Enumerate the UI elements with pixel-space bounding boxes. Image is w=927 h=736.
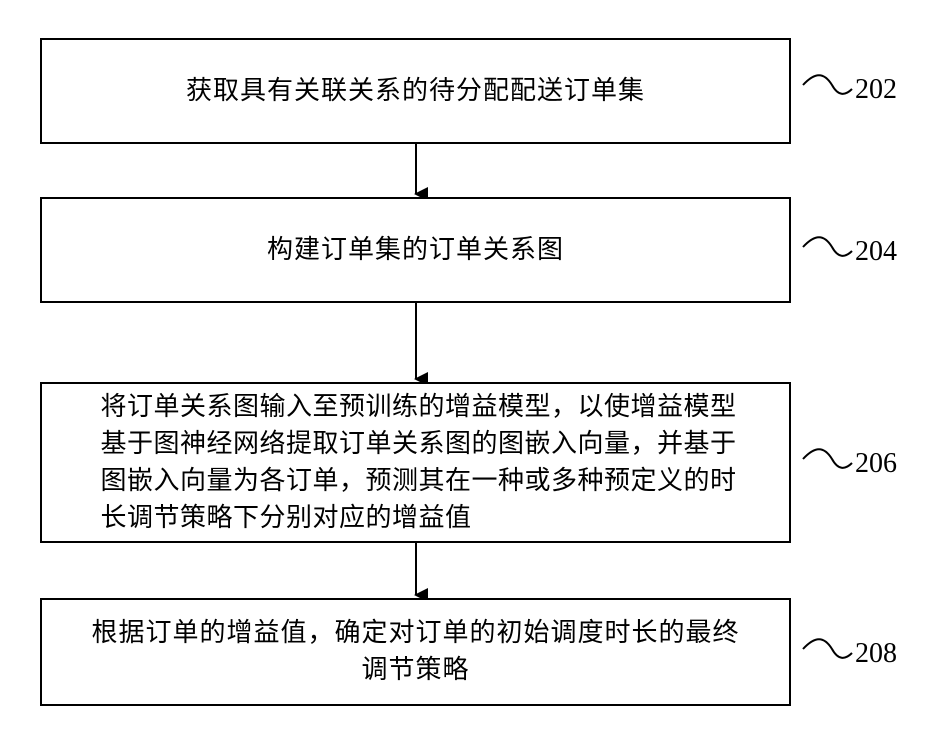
leader-squiggle-202: [803, 75, 852, 94]
step-text-206: 将订单关系图输入至预训练的增益模型，以使增益模型 基于图神经网络提取订单关系图的…: [94, 389, 736, 537]
step-202-line: 获取具有关联关系的待分配配送订单集: [186, 73, 645, 110]
leader-squiggle-206: [803, 449, 852, 468]
leader-squiggle-204: [803, 237, 852, 256]
step-206-line-1: 将订单关系图输入至预训练的增益模型，以使增益模型: [100, 389, 736, 426]
leader-squiggle-208: [803, 639, 852, 658]
step-box-206: 将订单关系图输入至预训练的增益模型，以使增益模型 基于图神经网络提取订单关系图的…: [40, 382, 791, 543]
step-text-204: 构建订单集的订单关系图: [259, 232, 572, 269]
step-box-208: 根据订单的增益值，确定对订单的初始调度时长的最终 调节策略: [40, 598, 791, 706]
ref-label-206: 206: [855, 449, 897, 479]
ref-label-202: 202: [855, 75, 897, 105]
step-204-line: 构建订单集的订单关系图: [267, 232, 564, 269]
step-box-202: 获取具有关联关系的待分配配送订单集: [40, 38, 791, 144]
step-206-line-2: 基于图神经网络提取订单关系图的图嵌入向量，并基于: [100, 426, 736, 463]
step-208-line-1: 根据订单的增益值，确定对订单的初始调度时长的最终: [91, 615, 739, 652]
step-text-202: 获取具有关联关系的待分配配送订单集: [178, 73, 653, 110]
step-text-208: 根据订单的增益值，确定对订单的初始调度时长的最终 调节策略: [83, 615, 747, 689]
ref-label-204: 204: [855, 237, 897, 267]
ref-label-208: 208: [855, 639, 897, 669]
step-box-204: 构建订单集的订单关系图: [40, 197, 791, 303]
step-206-line-4: 长调节策略下分别对应的增益值: [100, 500, 736, 537]
step-206-line-3: 图嵌入向量为各订单，预测其在一种或多种预定义的时: [100, 463, 736, 500]
step-208-line-2: 调节策略: [91, 652, 739, 689]
